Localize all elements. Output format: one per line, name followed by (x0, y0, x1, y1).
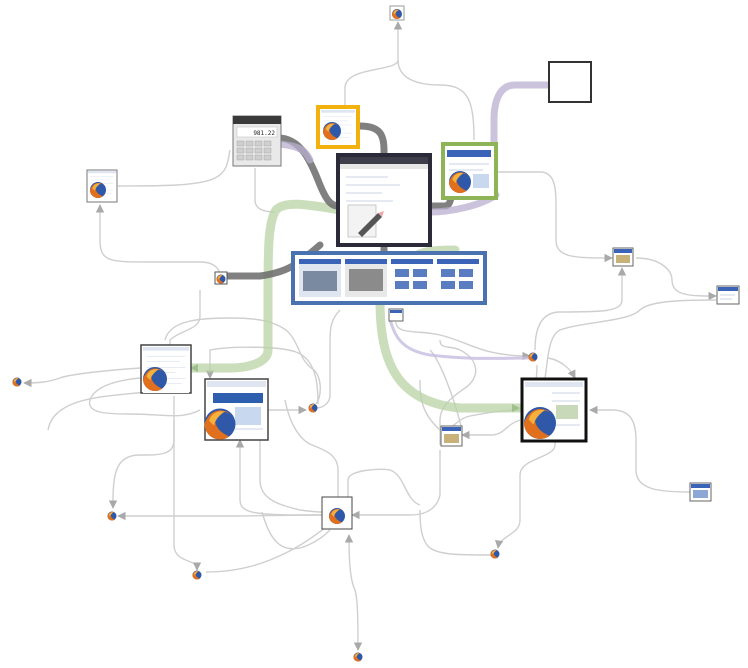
node-left-firefox-small[interactable] (86, 169, 118, 203)
firefox-icon (323, 122, 341, 140)
arrow-into-left-firefox (190, 364, 198, 372)
node-tab-strip[interactable] (291, 251, 487, 305)
firefox-icon (216, 274, 226, 284)
node-top-tiny[interactable] (389, 5, 405, 21)
node-below-strip-thumb[interactable] (388, 308, 404, 322)
tab-thumb-2 (345, 259, 387, 297)
firefox-icon (143, 367, 167, 391)
node-calculator[interactable]: 981.22 (232, 115, 282, 167)
node-right-firefox-big[interactable] (520, 377, 588, 443)
calculator-display: 981.22 (253, 130, 275, 137)
tab-thumb-3 (391, 259, 433, 297)
relation-bands (185, 81, 552, 413)
node-dot-bottom-left-2[interactable] (192, 570, 202, 580)
firefox-icon (524, 407, 556, 439)
node-far-right-thumb[interactable] (689, 482, 712, 502)
node-editor-center[interactable] (336, 153, 432, 247)
node-tiny-left-center[interactable] (214, 271, 228, 285)
firefox-icon (329, 508, 345, 524)
node-dot-center-left[interactable] (308, 403, 318, 413)
node-yellow-firefox[interactable] (316, 105, 360, 149)
edge-layer (23, 21, 717, 651)
firefox-icon (392, 9, 402, 20)
node-dot-bottom-center[interactable] (353, 652, 363, 662)
node-dot-bottom-right[interactable] (490, 549, 500, 559)
node-center-firefox-big[interactable] (204, 378, 269, 441)
pencil-icon (358, 213, 382, 237)
node-mid-right-thumb[interactable] (440, 425, 463, 447)
node-green-firefox[interactable] (441, 142, 498, 200)
node-dot-left-edge[interactable] (12, 377, 22, 387)
node-left-firefox-big[interactable] (140, 344, 192, 394)
arrow-into-right-firefox (512, 404, 520, 412)
tab-thumb-1 (299, 259, 341, 297)
node-bottom-center-firefox[interactable] (321, 496, 353, 530)
node-dot-right-upper[interactable] (528, 352, 538, 362)
firefox-icon (204, 408, 236, 440)
firefox-icon (449, 171, 471, 193)
node-blank-window[interactable] (548, 61, 592, 103)
node-dot-bottom-left[interactable] (107, 511, 117, 521)
node-right-thumb-1[interactable] (612, 247, 634, 267)
firefox-icon (90, 182, 106, 198)
node-right-thumb-2[interactable] (716, 285, 740, 305)
tab-thumb-4 (437, 259, 479, 297)
